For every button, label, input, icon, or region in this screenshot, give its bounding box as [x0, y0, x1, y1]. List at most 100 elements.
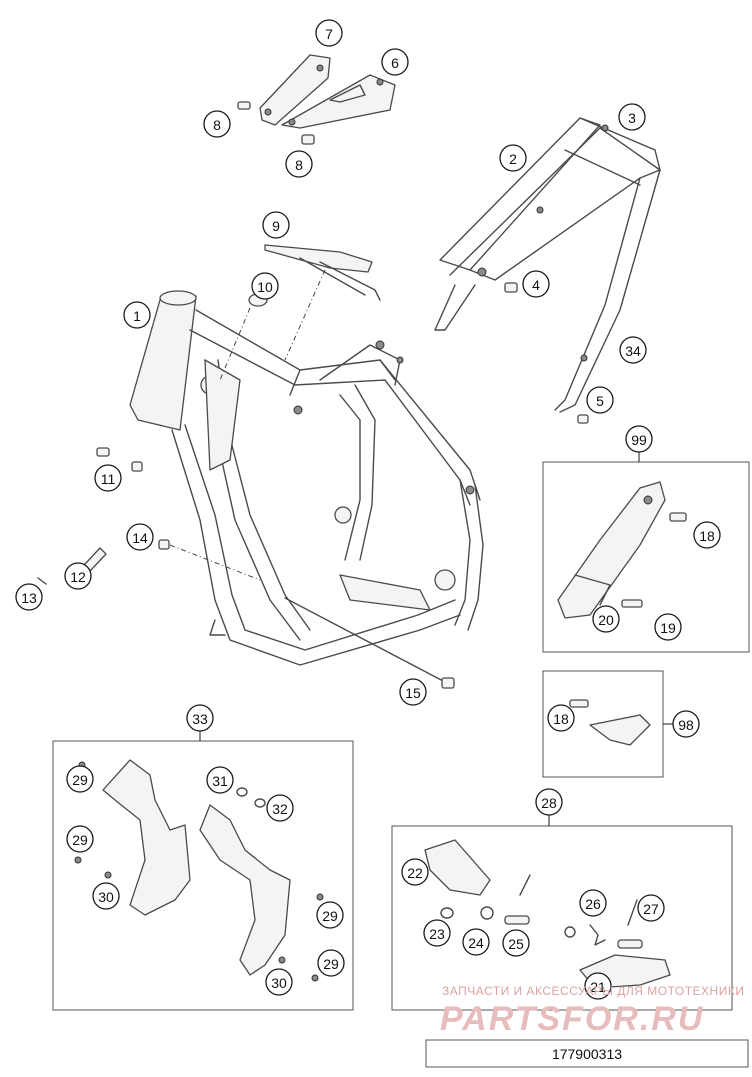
document-number-box [425, 1039, 749, 1068]
callout-c3: 3 [618, 103, 646, 131]
callout-label: 32 [272, 801, 288, 817]
callout-label: 4 [532, 277, 540, 293]
callout-circle [64, 562, 92, 590]
callout-c7: 7 [315, 19, 343, 47]
callout-circle [579, 889, 607, 917]
footpegs-28 [424, 839, 671, 989]
callout-circle [619, 336, 647, 364]
callout-circle [285, 150, 313, 178]
callout-c98: 98 [672, 710, 700, 738]
box-33 [52, 740, 354, 1011]
callout-c24: 24 [462, 928, 490, 956]
callout-circle [123, 301, 151, 329]
callout-circle [618, 103, 646, 131]
callout-label: 24 [468, 935, 484, 951]
callout-c22: 22 [401, 858, 429, 886]
callout-c12: 12 [64, 562, 92, 590]
callout-label: 29 [323, 956, 339, 972]
callout-c8a: 8 [203, 110, 231, 138]
callout-c9: 9 [262, 211, 290, 239]
callout-c30b: 30 [265, 968, 293, 996]
callout-label: 18 [553, 711, 569, 727]
callout-circle [637, 894, 665, 922]
callout-label: 26 [585, 896, 601, 912]
callout-circle [186, 704, 214, 732]
callout-label: 11 [101, 471, 116, 487]
watermark-line2: PARTSFOR.RU [440, 1000, 704, 1038]
callout-c6: 6 [381, 48, 409, 76]
callout-label: 29 [72, 832, 88, 848]
callout-c15: 15 [399, 678, 427, 706]
callout-c33: 33 [186, 704, 214, 732]
callout-circle [499, 144, 527, 172]
callout-label: 9 [272, 218, 280, 234]
callout-label: 20 [598, 612, 614, 628]
callout-label: 98 [678, 717, 694, 733]
callout-c32: 32 [266, 794, 294, 822]
callout-circle [92, 882, 120, 910]
callout-c18a: 18 [693, 521, 721, 549]
callout-label: 2 [509, 151, 517, 167]
callout-label: 99 [631, 432, 647, 448]
callout-label: 22 [407, 865, 423, 881]
callout-c31: 31 [206, 766, 234, 794]
callout-c20: 20 [592, 605, 620, 633]
callout-label: 30 [271, 975, 287, 991]
callout-circle [522, 270, 550, 298]
callout-c29d: 29 [317, 949, 345, 977]
callout-label: 14 [132, 530, 148, 546]
callout-c1: 1 [123, 301, 151, 329]
box-99 [542, 461, 750, 653]
callout-circle [266, 794, 294, 822]
callout-label: 29 [72, 772, 88, 788]
callout-label: 5 [596, 393, 604, 409]
callout-c29b: 29 [66, 825, 94, 853]
callout-label: 18 [699, 528, 715, 544]
callout-c11: 11 [94, 464, 122, 492]
callout-circle [672, 710, 700, 738]
callout-c25: 25 [502, 929, 530, 957]
callout-c29a: 29 [66, 765, 94, 793]
callout-c8b: 8 [285, 150, 313, 178]
callout-c26: 26 [579, 889, 607, 917]
callout-label: 15 [405, 685, 421, 701]
callout-circle [66, 765, 94, 793]
callout-label: 3 [628, 110, 636, 126]
callout-c18b: 18 [547, 704, 575, 732]
callout-circle [126, 523, 154, 551]
callout-circle [592, 605, 620, 633]
frame-protectors-33 [74, 759, 324, 982]
callout-circle [654, 613, 682, 641]
callout-circle [262, 211, 290, 239]
callout-label: 28 [541, 795, 557, 811]
callout-circle [206, 766, 234, 794]
callout-circle [316, 901, 344, 929]
callout-c34: 34 [619, 336, 647, 364]
document-number: 177900313 [552, 1046, 622, 1062]
callout-c29c: 29 [316, 901, 344, 929]
callout-circle [265, 968, 293, 996]
callout-c5: 5 [586, 386, 614, 414]
callout-circle [547, 704, 575, 732]
chain-guide-99 [557, 481, 687, 619]
callout-label: 8 [213, 117, 221, 133]
callout-circle [251, 272, 279, 300]
callout-c13: 13 [15, 583, 43, 611]
callout-circle [203, 110, 231, 138]
callout-c21: 21 [584, 972, 612, 1000]
callout-circle [584, 972, 612, 1000]
callout-circle [317, 949, 345, 977]
callout-label: 8 [295, 157, 303, 173]
callout-label: 27 [643, 901, 659, 917]
callout-label: 1 [133, 308, 141, 324]
callout-label: 34 [625, 343, 641, 359]
callout-c23: 23 [423, 919, 451, 947]
callout-circle [94, 464, 122, 492]
callout-label: 25 [508, 936, 524, 952]
callout-label: 10 [257, 279, 273, 295]
subframe [434, 117, 661, 413]
callout-c30a: 30 [92, 882, 120, 910]
callout-label: 23 [429, 926, 445, 942]
